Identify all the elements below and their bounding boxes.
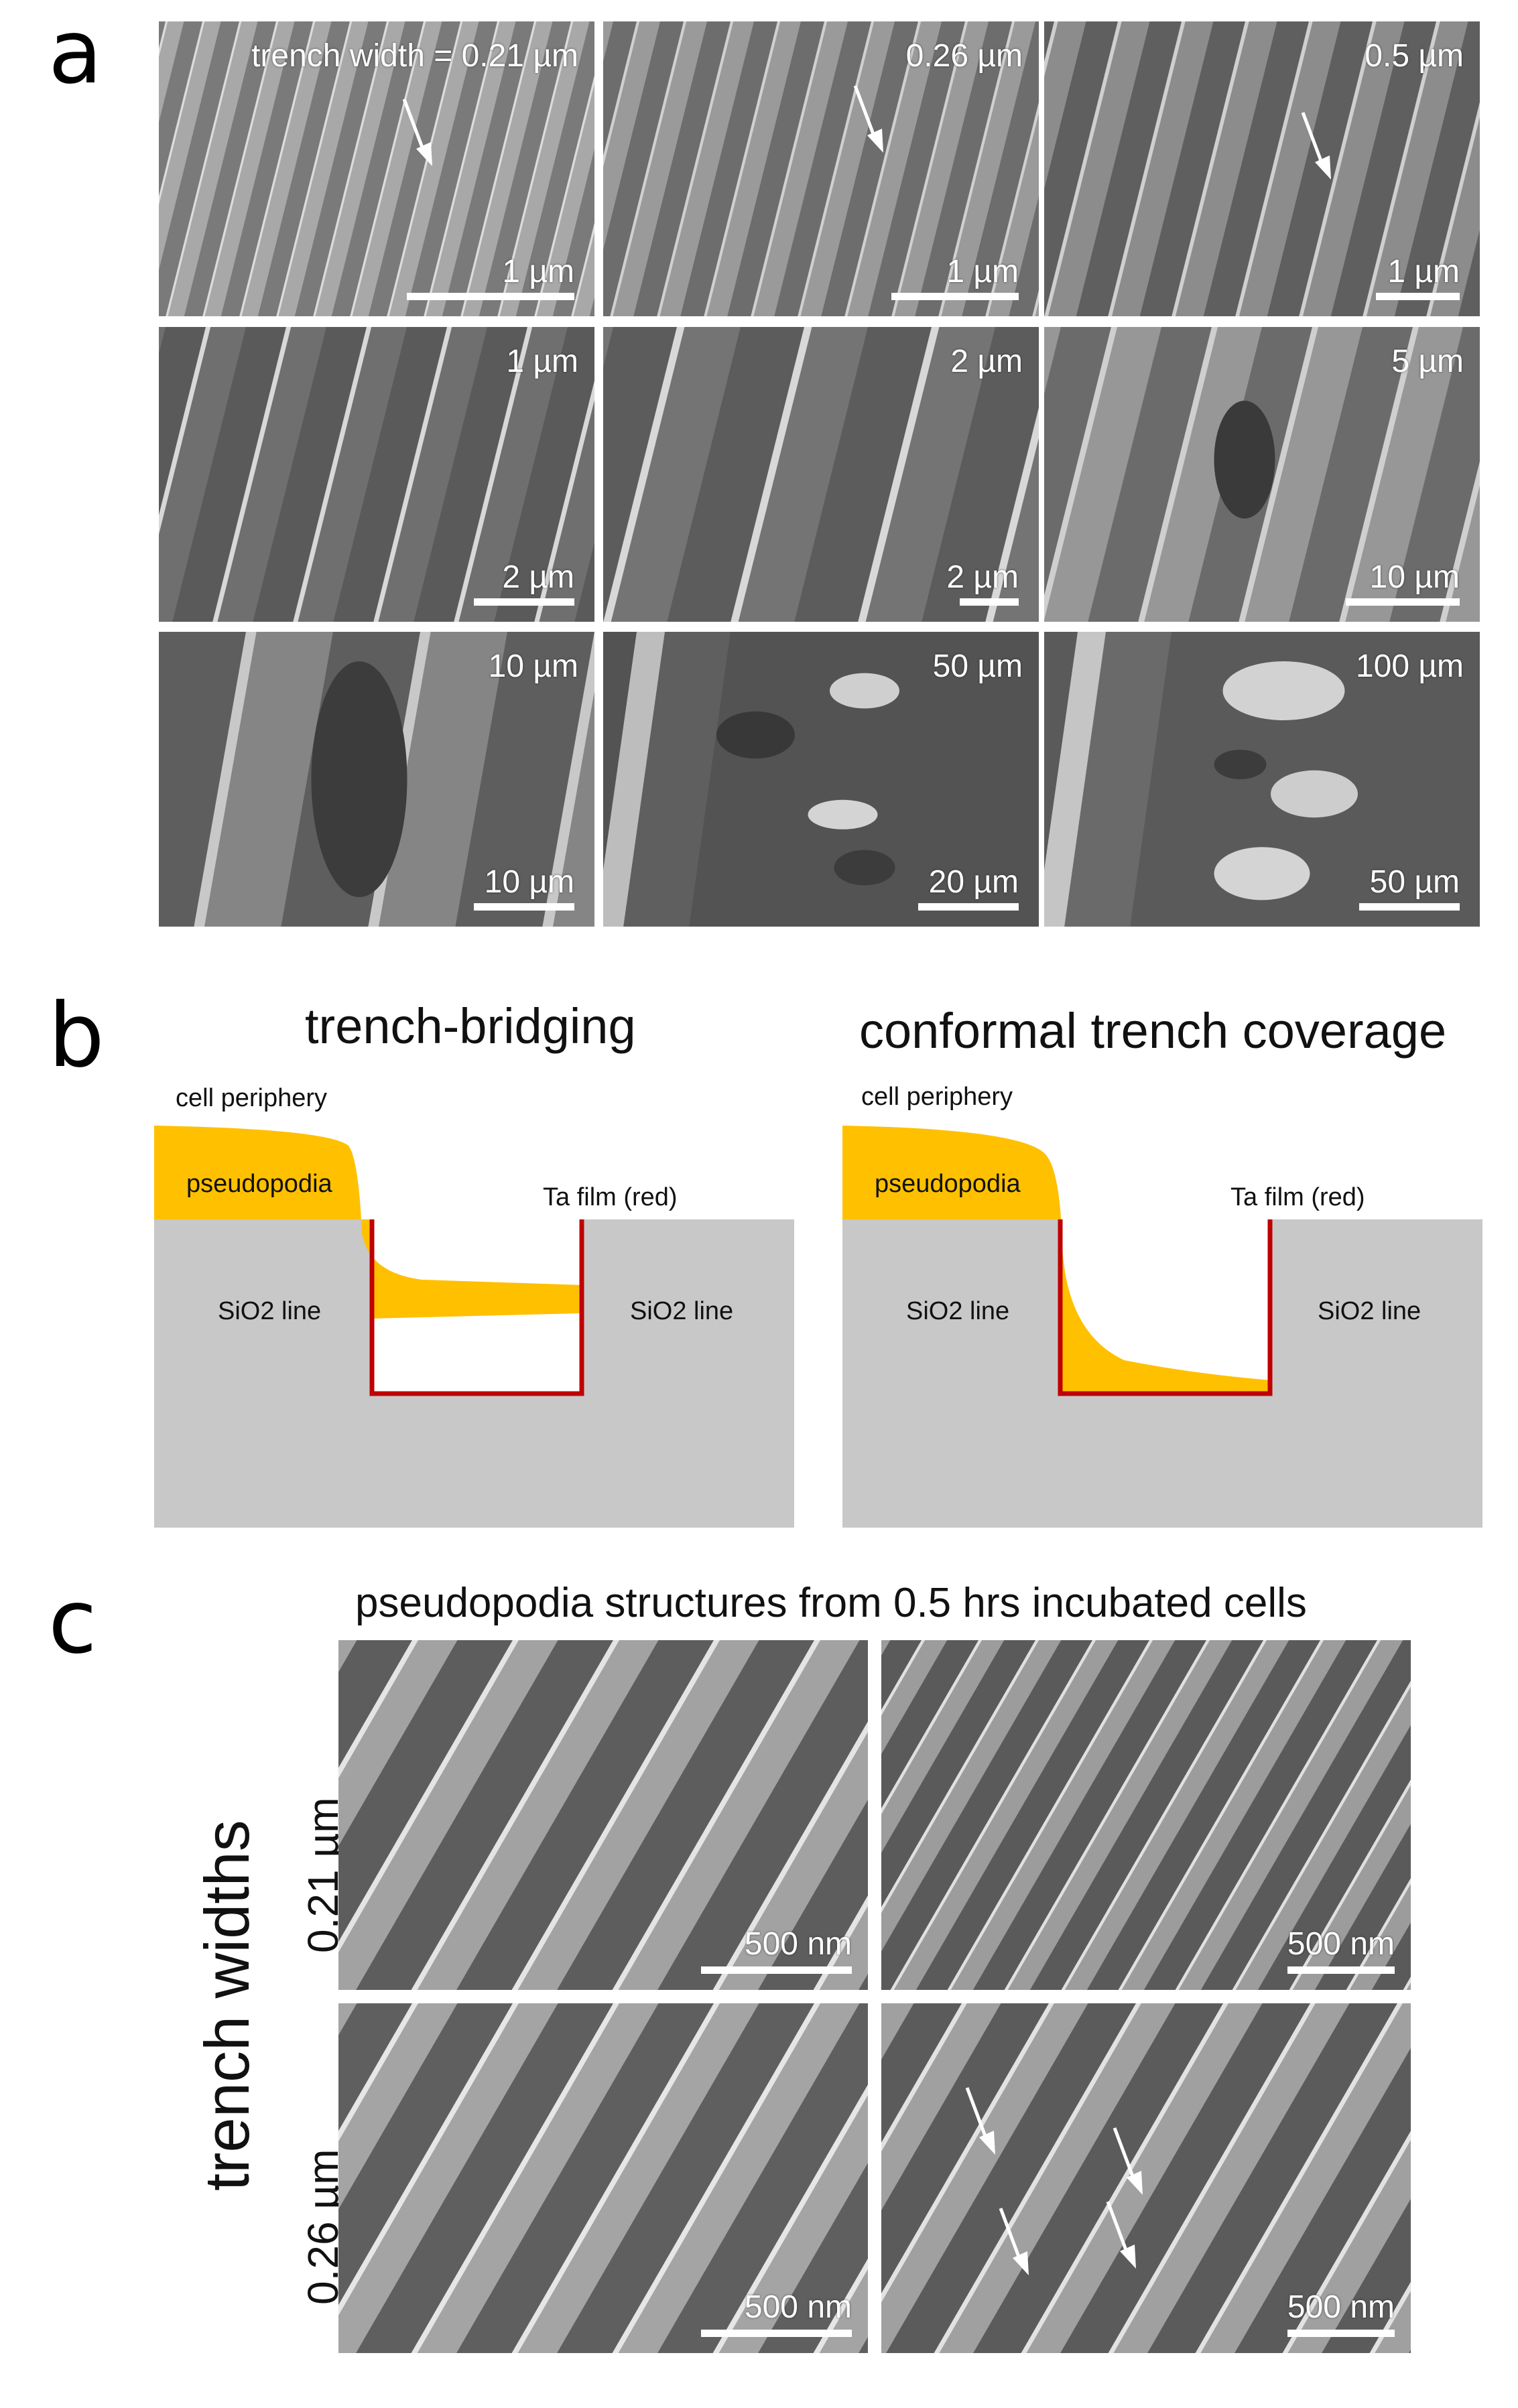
sem-image-a5: 2 µm 2 µm <box>603 327 1039 622</box>
white-arrow-icon <box>965 2087 995 2155</box>
scale-bar-label: 500 nm <box>1287 1926 1395 1962</box>
scale-bar-label: 500 nm <box>744 1926 852 1962</box>
sem-image-a4: 1 µm 2 µm <box>159 327 594 622</box>
sem-image-a1: trench width = 0.21 µm 1 µm <box>159 21 594 316</box>
scale-bar <box>407 293 574 300</box>
pseudopodia-conformal <box>842 1126 1270 1394</box>
scale-bar-label: 2 µm <box>502 559 574 595</box>
scale-bar <box>701 2330 852 2337</box>
scale-bar <box>701 1966 852 1974</box>
sem-texture <box>603 21 1039 316</box>
white-arrow-icon <box>402 98 432 166</box>
scale-bar-label: 10 µm <box>1369 559 1460 595</box>
scale-bar-label: 10 µm <box>484 864 574 900</box>
trench-width-label: trench width = 0.21 µm <box>251 38 578 74</box>
sem-texture <box>603 632 1039 927</box>
scale-bar-label: 500 nm <box>1287 2289 1395 2325</box>
scale-bar-label: 50 µm <box>1369 864 1460 900</box>
trench-width-label: 1 µm <box>506 344 578 379</box>
label-ta-film-left: Ta film (red) <box>543 1183 678 1211</box>
scale-bar-label: 1 µm <box>1387 254 1460 289</box>
white-arrow-icon <box>1301 112 1331 180</box>
substrate <box>154 1219 794 1528</box>
ta-film <box>369 1219 584 1396</box>
pseudopodia-bridge <box>154 1126 582 1319</box>
substrate <box>842 1219 1482 1528</box>
scale-bar <box>1287 1966 1395 1974</box>
sem-image-c2: 500 nm <box>881 1640 1411 1990</box>
label-pseudopodia-left: pseudopodia <box>186 1170 332 1198</box>
scale-bar-label: 500 nm <box>744 2289 852 2325</box>
sem-texture <box>159 632 594 927</box>
scale-bar <box>960 598 1019 606</box>
trench-bridging-schematic <box>154 1126 794 1528</box>
scale-bar-label: 1 µm <box>946 254 1019 289</box>
sem-texture <box>159 327 594 622</box>
ta-film <box>1058 1219 1273 1396</box>
label-sio2-left-b: SiO2 line <box>630 1297 734 1325</box>
panel-label-a: a <box>48 1 103 104</box>
scale-bar-label: 1 µm <box>502 254 574 289</box>
trench-width-label: 2 µm <box>950 344 1023 379</box>
panel-label-b: b <box>48 984 105 1087</box>
white-arrow-icon <box>1113 2127 1143 2195</box>
sem-image-a6: 5 µm 10 µm <box>1044 327 1480 622</box>
sem-texture <box>603 327 1039 622</box>
white-arrow-icon <box>1106 2201 1136 2269</box>
sem-image-a3: 0.5 µm 1 µm <box>1044 21 1480 316</box>
sem-texture <box>1044 21 1480 316</box>
label-sio2-right-a: SiO2 line <box>906 1297 1010 1325</box>
label-sio2-right-b: SiO2 line <box>1318 1297 1421 1325</box>
white-arrow-icon <box>999 2208 1029 2275</box>
trench-width-label: 5 µm <box>1391 344 1464 379</box>
trench-width-label: 0.26 µm <box>905 38 1023 74</box>
trench-width-label: 0.5 µm <box>1365 38 1464 74</box>
label-sio2-left-a: SiO2 line <box>218 1297 322 1325</box>
axis-label-trench-widths: trench widths <box>192 1820 262 2191</box>
scale-bar <box>891 293 1019 300</box>
sem-texture <box>159 21 594 316</box>
sem-image-c3: 500 nm <box>338 2003 868 2353</box>
scale-bar <box>1346 598 1460 606</box>
label-cell-periphery-right: cell periphery <box>861 1083 1013 1111</box>
sem-texture <box>338 2003 868 2353</box>
sem-image-a8: 50 µm 20 µm <box>603 632 1039 927</box>
label-ta-film-right: Ta film (red) <box>1230 1183 1365 1211</box>
sem-texture <box>881 1640 1411 1990</box>
scale-bar <box>1287 2330 1395 2337</box>
trench-width-label: 50 µm <box>932 649 1023 684</box>
panel-c-title: pseudopodia structures from 0.5 hrs incu… <box>355 1580 1307 1626</box>
schematic-title-conformal: conformal trench coverage <box>859 1003 1447 1059</box>
scale-bar-label: 20 µm <box>928 864 1019 900</box>
scale-bar <box>474 598 574 606</box>
conformal-coverage-schematic <box>842 1126 1482 1528</box>
white-arrow-icon <box>853 85 883 153</box>
label-cell-periphery-left: cell periphery <box>176 1084 327 1112</box>
schematic-title-trench-bridging: trench-bridging <box>305 998 636 1054</box>
trench-width-label: 100 µm <box>1355 649 1464 684</box>
sem-texture <box>1044 632 1480 927</box>
sem-image-c1: 500 nm <box>338 1640 868 1990</box>
sem-image-a9: 100 µm 50 µm <box>1044 632 1480 927</box>
trench-width-label: 10 µm <box>488 649 578 684</box>
sem-image-a2: 0.26 µm 1 µm <box>603 21 1039 316</box>
sem-texture <box>338 1640 868 1990</box>
scale-bar <box>1376 293 1460 300</box>
scale-bar <box>1359 903 1460 911</box>
label-pseudopodia-right: pseudopodia <box>875 1170 1021 1198</box>
scale-bar <box>474 903 574 911</box>
scale-bar <box>918 903 1019 911</box>
sem-image-a7: 10 µm 10 µm <box>159 632 594 927</box>
panel-label-c: c <box>48 1570 97 1674</box>
scale-bar-label: 2 µm <box>946 559 1019 595</box>
sem-image-c4: 500 nm <box>881 2003 1411 2353</box>
sem-texture <box>1044 327 1480 622</box>
